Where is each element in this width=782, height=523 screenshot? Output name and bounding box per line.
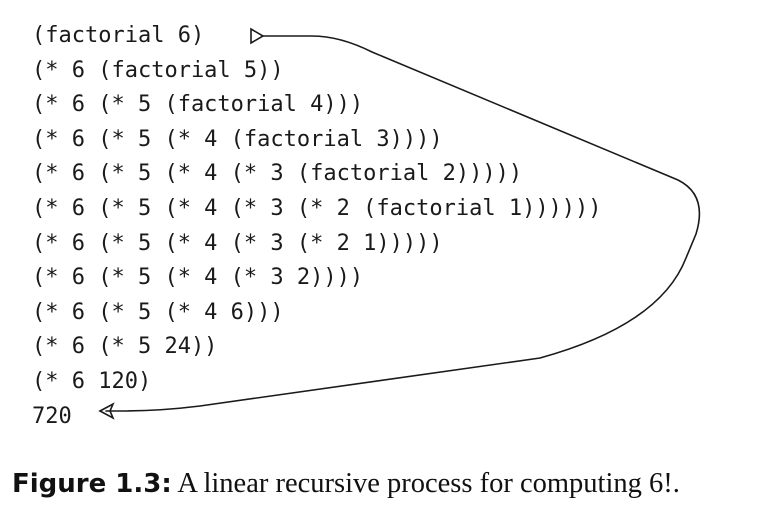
- figure-caption: Figure 1.3: A linear recursive process f…: [12, 468, 680, 500]
- expansion-lines: (factorial 6) (* 6 (factorial 5)) (* 6 (…: [32, 19, 602, 434]
- caption-text: A linear recursive process for computing…: [171, 468, 680, 499]
- expansion-line: (* 6 (* 5 (* 4 (* 3 (* 2 (factorial 1)))…: [32, 195, 602, 221]
- expansion-line: (* 6 (* 5 (factorial 4))): [32, 92, 364, 118]
- expansion-line: (* 6 (* 5 (* 4 (* 3 2)))): [32, 265, 364, 291]
- expansion-line: 720: [32, 403, 72, 429]
- caption-label: Figure 1.3:: [12, 469, 172, 499]
- expansion-line: (* 6 (* 5 (* 4 (* 3 (factorial 2))))): [32, 161, 523, 187]
- expansion-line: (* 6 120): [32, 368, 152, 394]
- expansion-line: (* 6 (* 5 (* 4 (* 3 (* 2 1))))): [32, 230, 443, 256]
- expansion-line: (factorial 6): [32, 23, 205, 48]
- expansion-line: (* 6 (* 5 24)): [32, 334, 218, 360]
- expansion-line: (* 6 (factorial 5)): [32, 57, 284, 83]
- expansion-line: (* 6 (* 5 (* 4 (factorial 3)))): [32, 126, 443, 152]
- expansion-line: (* 6 (* 5 (* 4 6))): [32, 299, 284, 325]
